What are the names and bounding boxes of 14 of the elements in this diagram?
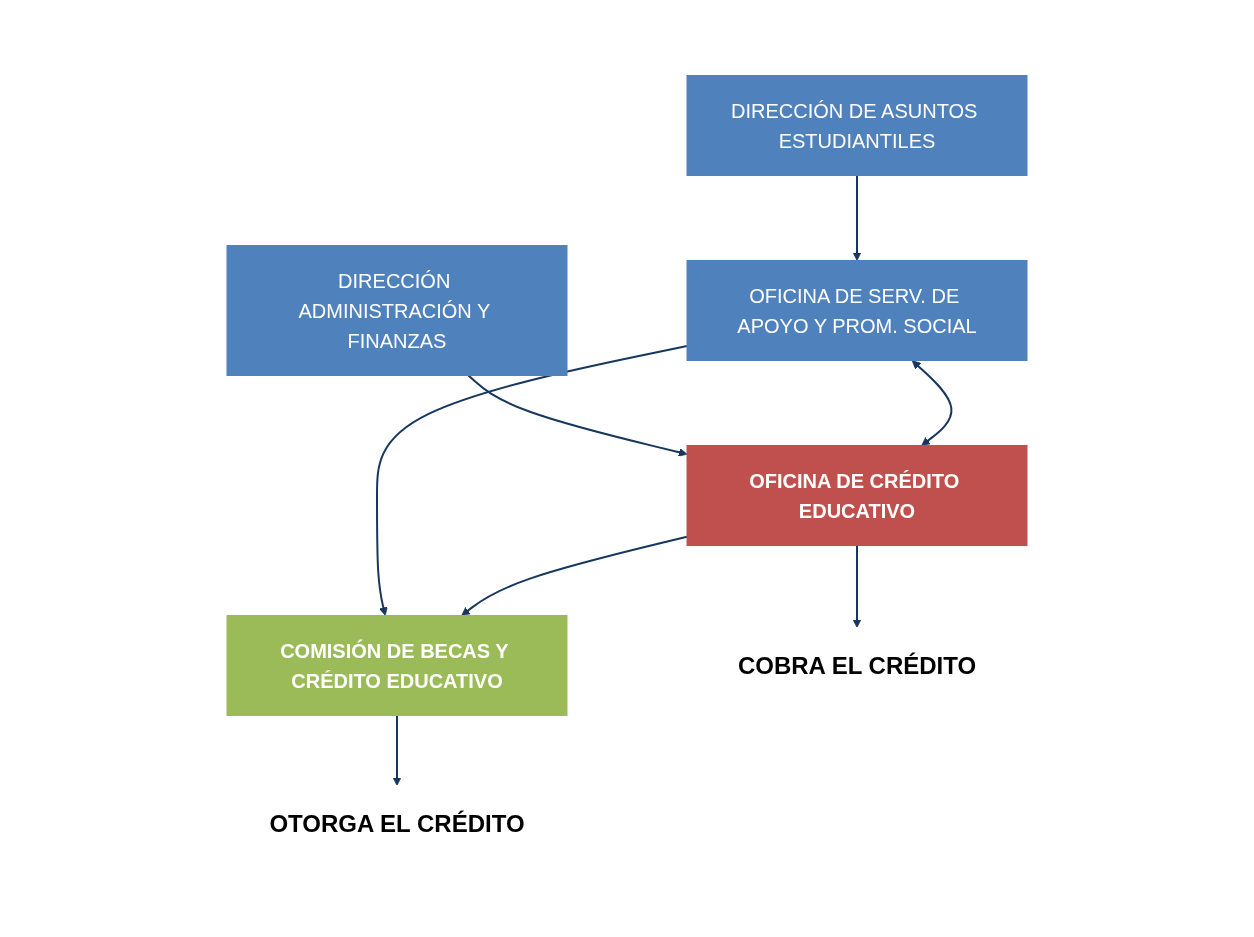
node-box: DIRECCIÓN DE ASUNTOS ESTUDIANTILES: [686, 75, 1028, 176]
node-box: DIRECCIÓN ADMINISTRACIÓN Y FINANZAS: [226, 245, 568, 376]
node-text: OTORGA EL CRÉDITO: [269, 809, 525, 837]
arrow: [376, 344, 688, 616]
arrow: [392, 714, 402, 786]
arrow: [461, 535, 688, 616]
node-text: COBRA EL CRÉDITO: [737, 651, 977, 679]
arrow: [911, 360, 953, 446]
node-box: OFICINA DE CRÉDITO EDUCATIVO: [686, 445, 1028, 546]
node-box: OFICINA DE SERV. DE APOYO Y PROM. SOCIAL: [686, 260, 1028, 361]
node-box: COMISIÓN DE BECAS Y CRÉDITO EDUCATIVO: [226, 615, 568, 716]
arrow: [852, 174, 862, 261]
arrow: [467, 374, 688, 457]
arrow: [852, 544, 862, 628]
